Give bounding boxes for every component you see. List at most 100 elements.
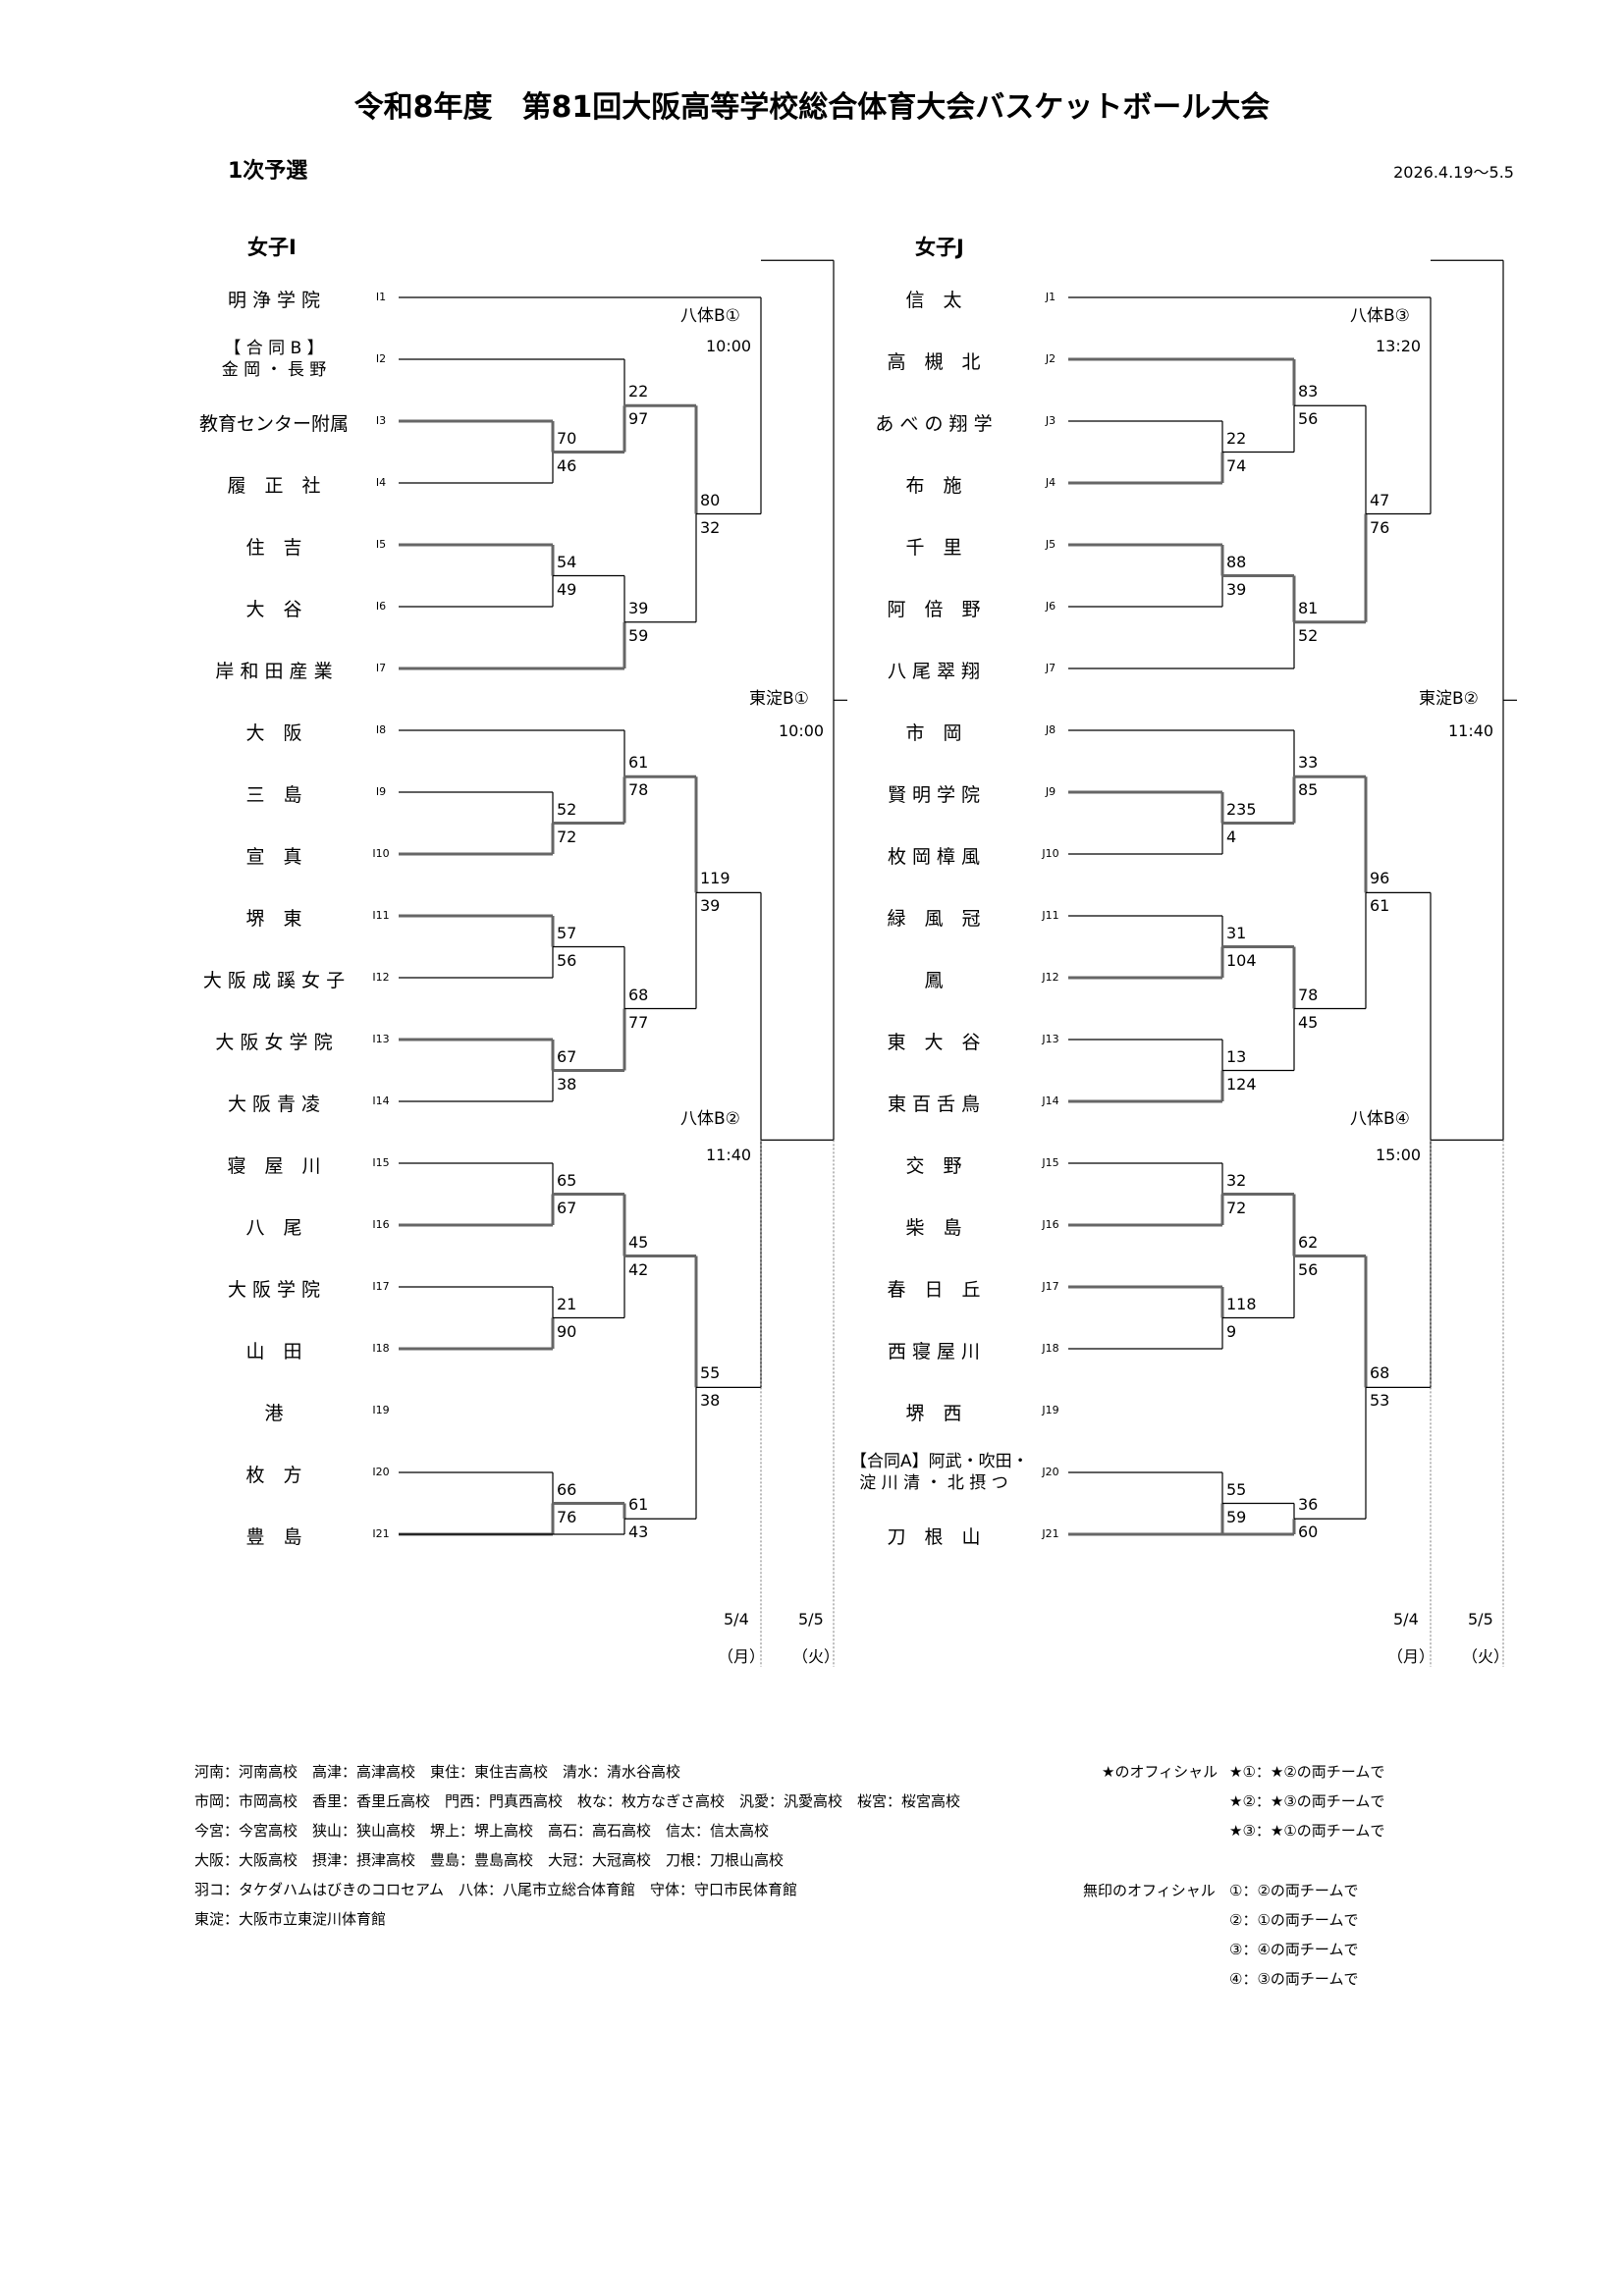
venue-time: 10:00	[706, 337, 752, 355]
score: 22	[628, 382, 649, 401]
score: 72	[557, 827, 577, 846]
seed-label: J17	[1042, 1280, 1059, 1293]
round-date: 5/5	[1468, 1610, 1493, 1629]
team-name: 八 尾	[245, 1217, 302, 1239]
score: 43	[628, 1522, 649, 1542]
score: 54	[557, 552, 577, 571]
score: 33	[1298, 753, 1319, 773]
team-name: 明 浄 学 院	[227, 290, 321, 311]
seed-label: I6	[375, 600, 387, 613]
team-name: 賢 明 学 院	[887, 784, 981, 806]
seed-label: J9	[1045, 785, 1056, 798]
venue-time: 15:00	[1376, 1146, 1422, 1165]
score: 124	[1226, 1074, 1257, 1094]
officials-label: ★のオフィシャル	[1102, 1763, 1218, 1781]
seed-label: J8	[1045, 723, 1056, 736]
seed-label: I9	[375, 785, 387, 798]
seed-label: I17	[372, 1280, 390, 1293]
seed-label: I14	[372, 1095, 390, 1107]
score: 9	[1226, 1321, 1237, 1341]
seed-label: I12	[372, 971, 390, 984]
score: 52	[557, 799, 577, 819]
seed-label: J4	[1045, 476, 1056, 489]
venue-label: 八体B①	[680, 306, 740, 326]
score: 32	[700, 517, 721, 537]
seed-label: I10	[372, 847, 390, 860]
team-name: 緑 風 冠	[887, 908, 981, 930]
seed-label: J1	[1045, 291, 1056, 303]
seed-label: J18	[1042, 1342, 1059, 1355]
team-name: 春 日 丘	[887, 1279, 981, 1301]
seed-label: J14	[1042, 1095, 1059, 1107]
team-name: 港	[264, 1403, 284, 1424]
score: 96	[1370, 869, 1390, 888]
score: 56	[1298, 1259, 1319, 1279]
officials-rule: ★②：★③の両チームで	[1229, 1792, 1385, 1810]
seed-label: I4	[375, 476, 387, 489]
round-date: 5/4	[1393, 1610, 1419, 1629]
seed-label: I18	[372, 1342, 390, 1355]
score: 57	[557, 923, 577, 942]
team-name: 大 阪 成 蹊 女 子	[202, 970, 346, 991]
score: 67	[557, 1046, 577, 1066]
score: 61	[1370, 896, 1390, 916]
score: 46	[557, 455, 577, 475]
team-name: 岸 和 田 産 業	[215, 661, 333, 682]
score: 61	[628, 753, 649, 773]
score: 36	[1298, 1495, 1319, 1515]
seed-label: J20	[1042, 1466, 1059, 1478]
score: 56	[557, 950, 577, 970]
score: 31	[1226, 923, 1247, 942]
score: 74	[1226, 455, 1247, 475]
seed-label: I15	[372, 1156, 390, 1169]
venue-label: 八体B③	[1350, 306, 1410, 326]
score: 21	[557, 1294, 577, 1313]
bracket-title: 女子J	[915, 236, 964, 259]
score: 65	[557, 1170, 577, 1190]
score: 66	[557, 1479, 577, 1499]
team-name: 布 施	[905, 475, 962, 497]
team-name: 豊 島	[245, 1526, 302, 1548]
legend-line: 東淀：大阪市立東淀川体育館	[194, 1910, 387, 1928]
seed-label: I5	[375, 538, 387, 551]
score: 85	[1298, 780, 1319, 800]
score: 60	[1298, 1522, 1319, 1542]
seed-label: I1	[375, 291, 387, 303]
seed-label: I7	[375, 662, 387, 674]
score: 55	[700, 1363, 721, 1383]
score: 76	[1370, 517, 1390, 537]
score: 118	[1226, 1294, 1257, 1313]
score: 32	[1226, 1170, 1247, 1190]
team-name: 東 大 谷	[887, 1032, 981, 1053]
score: 90	[557, 1321, 577, 1341]
team-name: 刀 根 山	[887, 1526, 981, 1548]
team-name: 枚 方	[245, 1465, 302, 1486]
seed-label: I13	[372, 1033, 390, 1045]
venue-time: 11:40	[1448, 721, 1494, 741]
score: 67	[557, 1198, 577, 1217]
legend-line: 市岡：市岡高校 香里：香里丘高校 門西：門真西高校 枚な：枚方なぎさ高校 汎愛：…	[194, 1792, 961, 1810]
seed-label: J6	[1045, 600, 1056, 613]
seed-label: I3	[375, 414, 387, 427]
date-range: 2026.4.19〜5.5	[1393, 163, 1514, 182]
officials-label: 無印のオフィシャル	[1083, 1882, 1216, 1899]
seed-label: J5	[1045, 538, 1056, 551]
score: 78	[1298, 985, 1319, 1004]
venue-time: 10:00	[779, 721, 825, 741]
team-name: 阿 倍 野	[887, 599, 981, 620]
score: 39	[628, 598, 649, 617]
legend-line: 河南：河南高校 高津：高津高校 東住：東住吉高校 清水：清水谷高校	[194, 1763, 681, 1781]
legend-line: 今宮：今宮高校 狭山：狭山高校 堺上：堺上高校 高石：高石高校 信太：信太高校	[194, 1822, 770, 1840]
team-name: 八 尾 翠 翔	[887, 661, 981, 682]
officials-rule: ①：②の両チームで	[1229, 1882, 1359, 1899]
seed-label: I11	[372, 909, 390, 922]
score: 83	[1298, 382, 1319, 401]
score: 78	[628, 780, 649, 800]
seed-label: I8	[375, 723, 387, 736]
round-label: 1次予選	[228, 159, 308, 184]
score: 119	[700, 869, 731, 888]
team-name: 柴 島	[905, 1217, 962, 1239]
team-name: 教育センター附属	[198, 413, 349, 435]
score: 55	[1226, 1479, 1247, 1499]
